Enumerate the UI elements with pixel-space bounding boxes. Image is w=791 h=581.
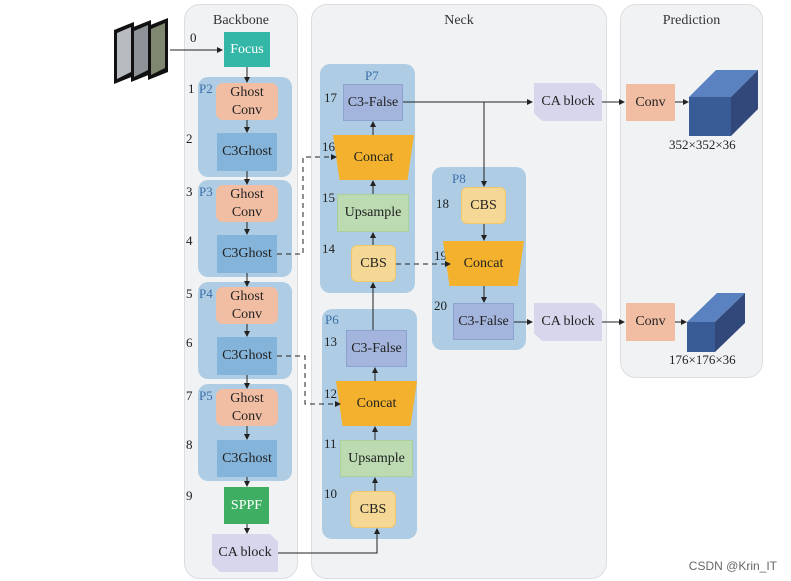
sppf-block: SPPF [224, 487, 269, 524]
index-17: 17 [324, 90, 337, 105]
label-p3: P3 [199, 184, 213, 199]
index-11: 11 [324, 436, 337, 451]
index-18: 18 [436, 196, 449, 211]
label-p5: P5 [199, 388, 213, 403]
watermark: CSDN @Krin_IT [688, 559, 777, 573]
cbs-10: CBS [350, 491, 396, 528]
ca-block-top: CA block [534, 83, 602, 121]
concat-19: Concat [443, 241, 524, 286]
index-20: 20 [434, 298, 447, 313]
dashed-c3ghost4-concat16 [277, 154, 337, 255]
output-dims-bottom: 176×176×36 [669, 352, 736, 367]
label-p6: P6 [325, 312, 339, 327]
index-5: 5 [186, 286, 193, 301]
label-p4: P4 [199, 286, 213, 301]
ca-block-bottom: CA block [534, 303, 602, 341]
index-16: 16 [322, 139, 335, 154]
c3ghost-6: C3Ghost [217, 337, 277, 375]
dashed-c3ghost6-concat12 [277, 355, 341, 407]
wire-ca-to-cbs10 [278, 528, 380, 554]
index-9: 9 [186, 488, 193, 503]
conv-top: Conv [626, 84, 675, 121]
index-15: 15 [322, 190, 335, 205]
upsample-11: Upsample [340, 440, 413, 477]
index-13: 13 [324, 334, 337, 349]
index-6: 6 [186, 335, 193, 350]
c3ghost-8: C3Ghost [217, 440, 277, 477]
backbone-title: Backbone [213, 13, 269, 28]
c3-false-17: C3-False [343, 84, 403, 121]
label-p2: P2 [199, 81, 213, 96]
label-p7: P7 [365, 68, 379, 83]
concat-16: Concat [333, 135, 414, 180]
input-index: 0 [190, 30, 197, 45]
index-4: 4 [186, 233, 193, 248]
output-dims-top: 352×352×36 [669, 137, 736, 152]
index-19: 19 [434, 248, 447, 263]
cbs-14: CBS [351, 245, 396, 282]
index-8: 8 [186, 437, 193, 452]
input-images-icon [114, 16, 184, 86]
c3-false-13: C3-False [346, 330, 407, 367]
index-2: 2 [186, 131, 193, 146]
focus-block: Focus [224, 32, 270, 67]
upsample-15: Upsample [337, 194, 409, 232]
index-7: 7 [186, 388, 193, 403]
index-12: 12 [324, 386, 337, 401]
output-tensor-top-icon [689, 70, 761, 141]
cbs-18: CBS [461, 187, 506, 224]
c3ghost-4: C3Ghost [217, 235, 277, 273]
concat-12: Concat [336, 381, 417, 426]
prediction-title: Prediction [662, 13, 721, 28]
output-tensor-bottom-icon [687, 293, 747, 358]
label-p8: P8 [452, 171, 466, 186]
c3-false-20: C3-False [453, 303, 514, 340]
neck-title: Neck [444, 13, 474, 28]
ca-block-backbone: CA block [212, 534, 278, 572]
index-3: 3 [186, 184, 193, 199]
index-1: 1 [188, 81, 195, 96]
conv-bottom: Conv [626, 303, 675, 341]
index-14: 14 [322, 241, 335, 256]
index-10: 10 [324, 486, 337, 501]
c3ghost-2: C3Ghost [217, 133, 277, 171]
